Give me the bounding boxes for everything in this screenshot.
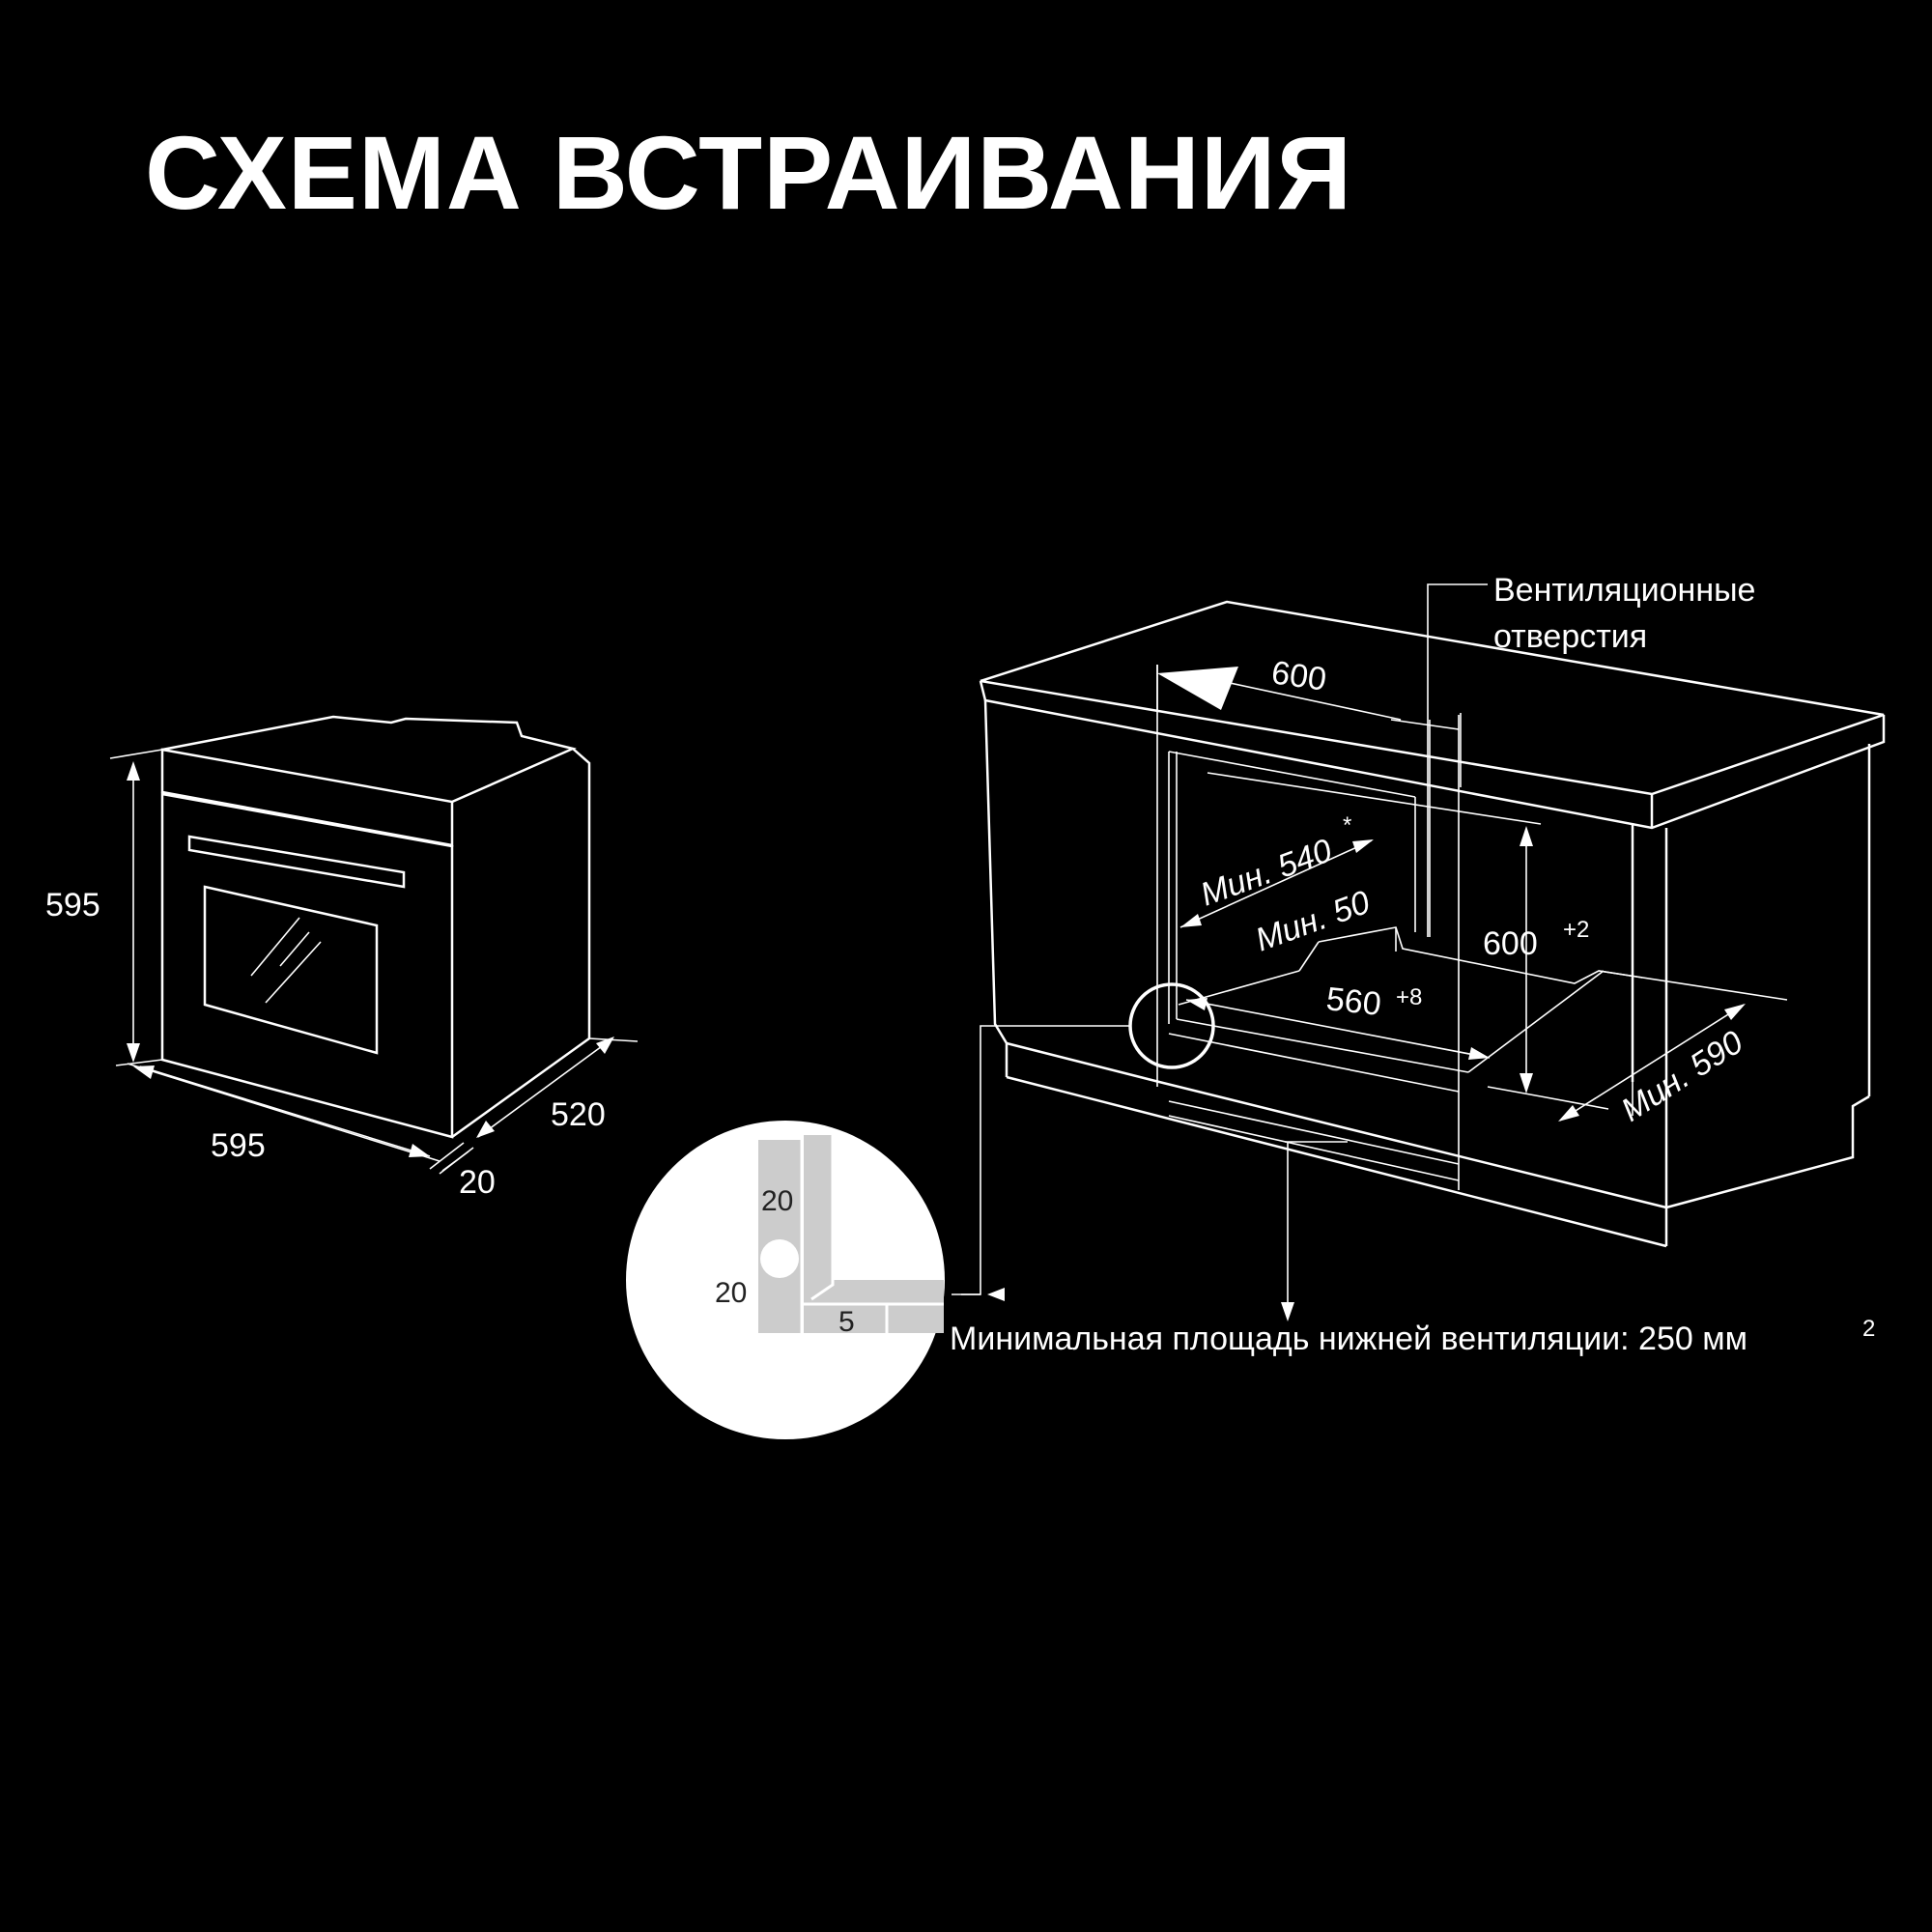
bottom-vent-unit-sup: 2 bbox=[1862, 1316, 1875, 1342]
ventilation-label-line1: Вентиляционные bbox=[1493, 572, 1755, 609]
counter-depth-label: 600 bbox=[1269, 654, 1328, 698]
detail-view bbox=[626, 1121, 945, 1439]
page-title: СХЕМА ВСТРАИВАНИЯ bbox=[145, 114, 1353, 231]
min-gap-label: Мин. 50 bbox=[1251, 884, 1375, 959]
min-depth-mark: * bbox=[1343, 812, 1351, 838]
vent-hole bbox=[760, 1239, 799, 1278]
min-cabinet-depth-label: Мин. 590 bbox=[1615, 1024, 1749, 1129]
oven-door-offset-label: 20 bbox=[459, 1164, 496, 1201]
cabinet-drawing bbox=[979, 600, 1886, 1248]
detail-top-gap: 20 bbox=[761, 1185, 793, 1217]
niche-dimensions bbox=[1156, 583, 1746, 1321]
oven-depth-label: 520 bbox=[551, 1096, 606, 1133]
oven-width-label: 595 bbox=[211, 1127, 266, 1164]
oven-dimensions bbox=[109, 749, 639, 1175]
niche-width-label: 560 bbox=[1324, 980, 1382, 1023]
detail-left-gap: 20 bbox=[715, 1277, 747, 1309]
bottom-vent-note: Минимальная площадь нижней вентиляции: 2… bbox=[950, 1321, 1747, 1357]
detail-bottom-gap: 5 bbox=[838, 1306, 855, 1338]
oven-drawing bbox=[160, 715, 591, 1139]
niche-height-tolerance: +2 bbox=[1563, 917, 1589, 943]
detail-callout bbox=[952, 982, 1215, 1301]
niche-width-tolerance: +8 bbox=[1396, 984, 1422, 1010]
oven-height-label: 595 bbox=[45, 887, 100, 923]
niche-height-label: 600 bbox=[1483, 925, 1538, 962]
ventilation-label-line2: отверстия bbox=[1493, 618, 1647, 655]
